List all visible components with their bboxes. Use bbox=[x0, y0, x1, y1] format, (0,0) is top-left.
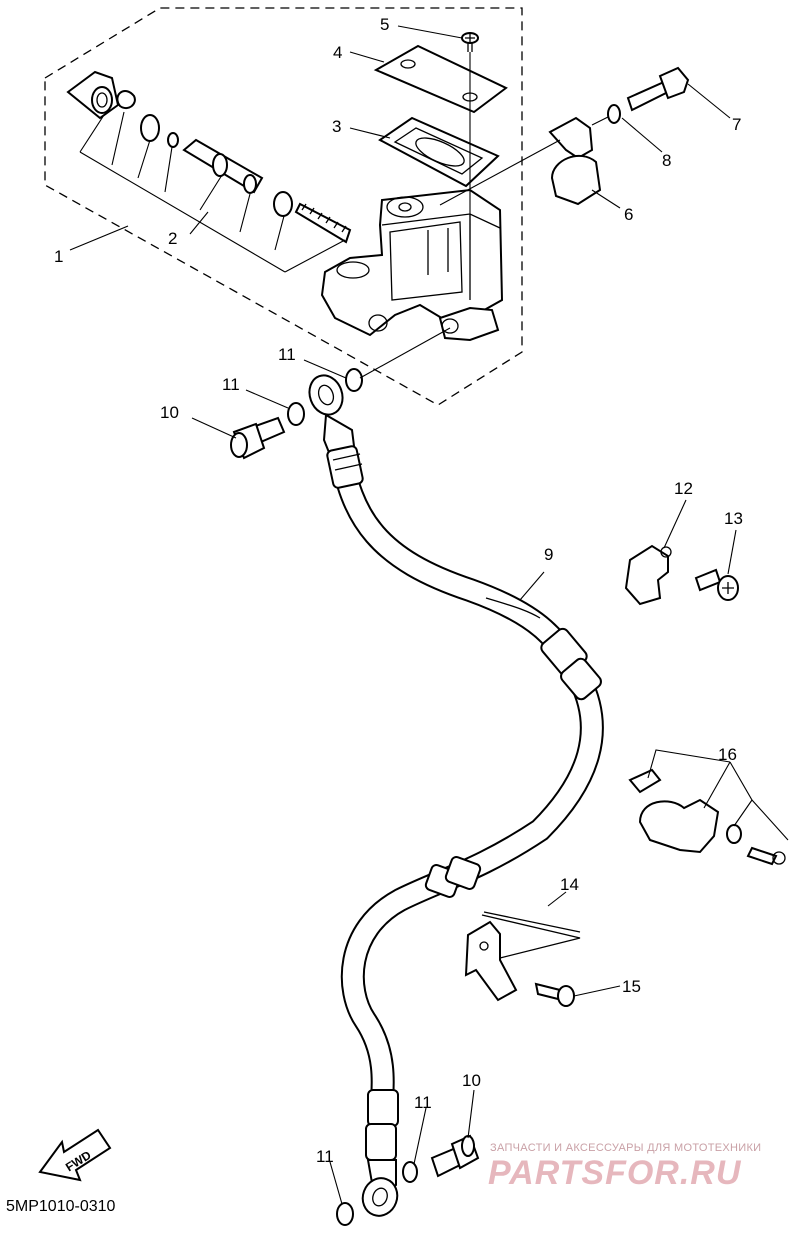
clamp-screw bbox=[694, 568, 739, 601]
handlebar-holder bbox=[548, 116, 602, 206]
union-bolt-upper bbox=[230, 416, 286, 460]
callout-10-upper: 10 bbox=[160, 403, 179, 422]
holder-bolt bbox=[626, 66, 690, 112]
callout-3: 3 bbox=[332, 117, 341, 136]
callout-16: 16 bbox=[718, 745, 737, 764]
gasket-washer-4 bbox=[336, 1202, 354, 1226]
callout-10-lower: 10 bbox=[462, 1071, 481, 1090]
hose-clamp bbox=[624, 544, 672, 606]
callout-8: 8 bbox=[662, 151, 671, 170]
callout-2: 2 bbox=[168, 229, 177, 248]
watermark-logo: PARTSFOR.RU bbox=[488, 1154, 742, 1192]
union-bolt-lower bbox=[430, 1134, 480, 1178]
piston-kit bbox=[66, 70, 352, 244]
callout-14: 14 bbox=[560, 875, 579, 894]
watermark-tagline: ЗАПЧАСТИ И АКСЕССУАРЫ ДЛЯ МОТОТЕХНИКИ bbox=[490, 1142, 762, 1154]
callout-12: 12 bbox=[674, 479, 693, 498]
master-cylinder-body bbox=[320, 188, 504, 342]
gasket-washer-2 bbox=[287, 402, 305, 426]
callout-11-a: 11 bbox=[278, 345, 296, 364]
callout-11-b: 11 bbox=[222, 375, 240, 394]
callout-6: 6 bbox=[624, 205, 633, 224]
callout-11-c: 11 bbox=[414, 1093, 432, 1112]
assembly-boundary bbox=[44, 7, 523, 406]
gasket-washer-3 bbox=[402, 1161, 418, 1183]
brake-hose bbox=[308, 374, 604, 1217]
callout-4: 4 bbox=[333, 43, 342, 62]
callout-5: 5 bbox=[380, 15, 389, 34]
callout-15: 15 bbox=[622, 977, 641, 996]
callout-11-d: 11 bbox=[316, 1147, 334, 1166]
callout-13: 13 bbox=[724, 509, 743, 528]
reservoir-cover bbox=[373, 44, 508, 114]
diaphragm bbox=[378, 116, 500, 188]
fwd-direction-arrow: FWD bbox=[38, 1128, 112, 1182]
holder-washer bbox=[607, 104, 621, 124]
callout-9: 9 bbox=[544, 545, 553, 564]
callout-1: 1 bbox=[54, 247, 63, 266]
hose-holder-set bbox=[628, 768, 786, 866]
callout-7: 7 bbox=[732, 115, 741, 134]
hose-guide-bracket bbox=[464, 911, 581, 1002]
diagram-code: 5MP1010-0310 bbox=[6, 1198, 116, 1215]
bracket-bolt bbox=[534, 982, 575, 1007]
gasket-washer-1 bbox=[345, 368, 363, 392]
